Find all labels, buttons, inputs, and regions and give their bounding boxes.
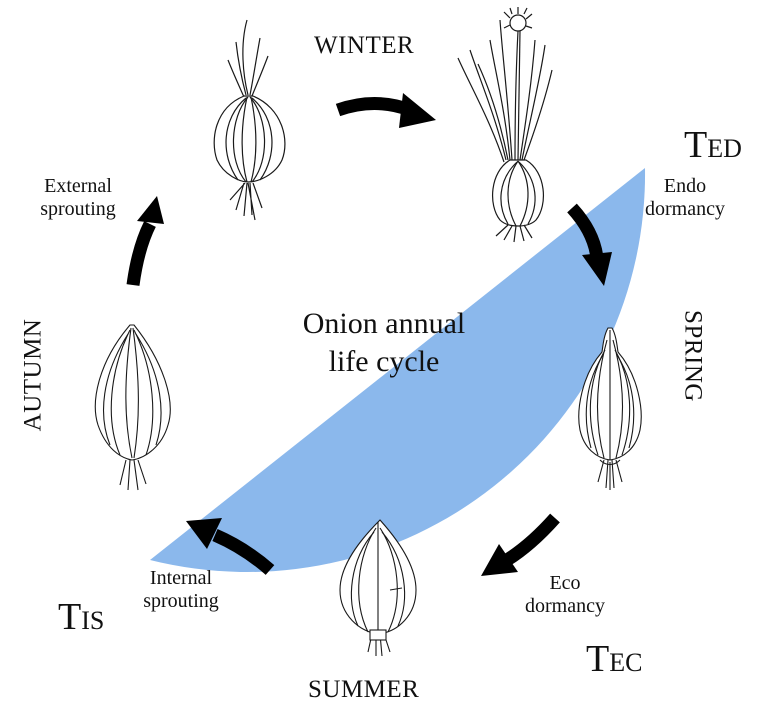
internal-sprouting-line-2: sprouting: [122, 590, 240, 613]
season-winter: WINTER: [314, 32, 414, 61]
temperature-tec: TEC: [586, 638, 642, 682]
title-line-1: Onion annual: [274, 305, 494, 343]
season-spring: SPRING: [678, 310, 707, 402]
flowering-onion-icon: [458, 7, 552, 242]
eco-dormancy-line-2: dormancy: [500, 595, 630, 618]
tec-main: T: [586, 638, 609, 680]
arrow-summer: [481, 518, 555, 576]
endo-dormancy-line-2: dormancy: [630, 198, 740, 221]
internal-sprouting-line-1: Internal: [122, 567, 240, 590]
season-autumn: AUTUMN: [20, 319, 49, 432]
temperature-ted: TED: [684, 124, 742, 168]
tis-sub: IS: [81, 606, 104, 635]
tis-main: T: [58, 596, 81, 638]
label-external-sprouting: External sprouting: [18, 175, 138, 221]
endo-dormancy-line-1: Endo: [630, 175, 740, 198]
tec-sub: EC: [609, 648, 642, 677]
label-endo-dormancy: Endo dormancy: [630, 175, 740, 221]
arrow-winter: [338, 93, 436, 128]
label-internal-sprouting: Internal sprouting: [122, 567, 240, 613]
dormant-bulb-icon: [95, 325, 170, 490]
label-eco-dormancy: Eco dormancy: [500, 572, 630, 618]
season-summer: SUMMER: [308, 676, 419, 705]
temperature-tis: TIS: [58, 596, 104, 640]
external-sprouting-line-2: sprouting: [18, 198, 138, 221]
ted-main: T: [684, 124, 707, 166]
title-line-2: life cycle: [274, 343, 494, 381]
ted-sub: ED: [707, 134, 742, 163]
eco-dormancy-line-1: Eco: [500, 572, 630, 595]
diagram-title: Onion annual life cycle: [274, 305, 494, 380]
external-sprouting-line-1: External: [18, 175, 138, 198]
sprouting-onion-icon: [214, 20, 285, 220]
